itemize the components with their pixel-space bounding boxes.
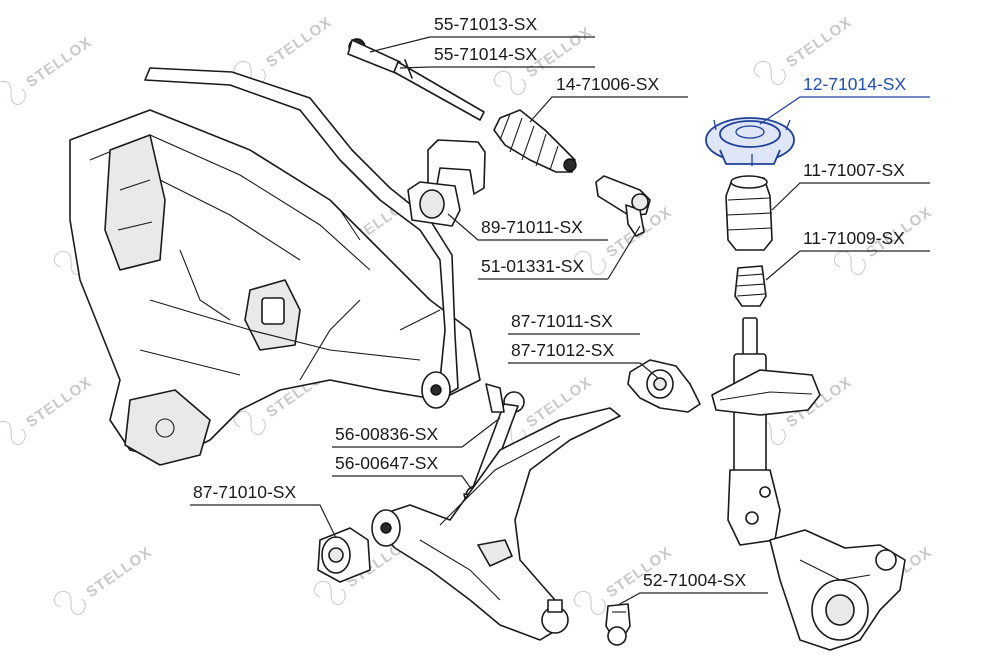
svg-text:STELLOX: STELLOX: [83, 544, 155, 602]
label-52-71004[interactable]: 52-71004-SX: [643, 570, 746, 590]
label-14-71006[interactable]: 14-71006-SX: [556, 74, 659, 94]
label-51-01331[interactable]: 51-01331-SX: [481, 256, 584, 276]
label-11-71007[interactable]: 11-71007-SX: [803, 160, 905, 180]
label-55-71014[interactable]: 55-71014-SX: [434, 44, 537, 64]
control-arm-bushing-rear: [627, 359, 701, 413]
watermark-logo: STELLOX: [0, 34, 95, 106]
watermark-logo: STELLOX: [53, 544, 155, 616]
svg-text:STELLOX: STELLOX: [783, 14, 855, 72]
label-87-71010[interactable]: 87-71010-SX: [193, 482, 296, 502]
strut-dust-boot: [725, 175, 773, 251]
steering-knuckle: [769, 529, 906, 651]
label-55-71013[interactable]: 55-71013-SX: [434, 14, 537, 34]
leader-lines: [190, 36, 930, 606]
lower-control-arm: [371, 407, 621, 641]
part-labels: 55-71013-SX 55-71014-SX 14-71006-SX 12-7…: [193, 14, 906, 590]
label-12-71014[interactable]: 12-71014-SX: [803, 74, 906, 94]
svg-text:STELLOX: STELLOX: [263, 14, 335, 72]
stabilizer-bushing: [407, 139, 486, 227]
label-89-71011[interactable]: 89-71011-SX: [481, 217, 583, 237]
tie-rod-end: [595, 175, 651, 237]
svg-text:STELLOX: STELLOX: [23, 374, 95, 432]
shock-strut: [711, 317, 821, 546]
control-arm-bushing-front: [317, 527, 371, 583]
subframe: [69, 109, 481, 466]
tie-rod: [347, 38, 485, 121]
bump-stop: [734, 265, 767, 307]
label-56-00836[interactable]: 56-00836-SX: [335, 424, 438, 444]
svg-text:STELLOX: STELLOX: [23, 34, 95, 92]
stabilizer-bar: [144, 67, 459, 409]
label-56-00647[interactable]: 56-00647-SX: [335, 453, 438, 473]
strut-top-mount: [705, 117, 795, 166]
label-87-71011[interactable]: 87-71011-SX: [511, 311, 613, 331]
label-11-71009[interactable]: 11-71009-SX: [803, 228, 905, 248]
label-87-71012[interactable]: 87-71012-SX: [511, 340, 614, 360]
watermark-logo: STELLOX: [0, 374, 95, 446]
ball-joint: [605, 603, 631, 646]
steering-boot: [493, 109, 577, 173]
